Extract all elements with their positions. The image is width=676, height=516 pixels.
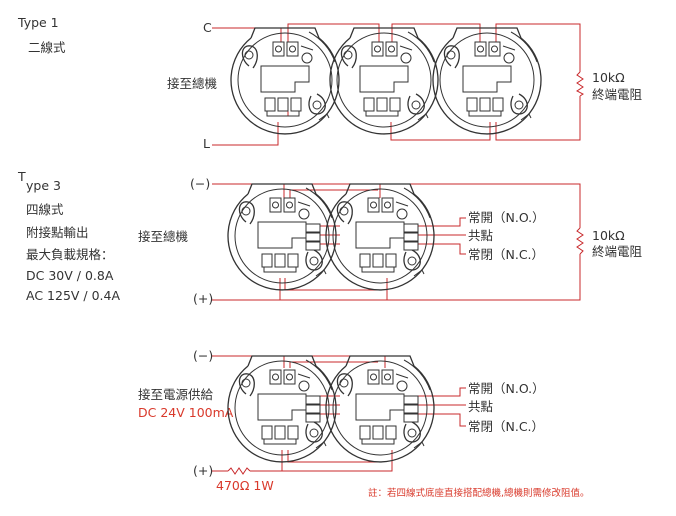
type1-resistor-label: 終端電阻: [592, 87, 643, 102]
power-nc-label: 常閉（N.C.）: [468, 419, 544, 434]
type3-terminal-pos: (+): [193, 291, 213, 306]
type3-wiring: [212, 183, 584, 301]
type3-detector-base-1: [228, 184, 336, 290]
type3-line-5: AC 125V / 0.4A: [26, 288, 120, 303]
power-resistor-icon: [227, 467, 251, 475]
power-no-label: 常開（N.O.）: [468, 381, 545, 396]
type1-terminal-l: L: [203, 136, 210, 151]
type1-subtitle: 二線式: [28, 40, 66, 55]
power-supply-label: 接至電源供給: [138, 387, 214, 402]
type1-detector-base-3: [432, 27, 542, 135]
power-terminal-pos: (+): [193, 463, 213, 478]
type3-title-rest: ype 3: [26, 178, 61, 193]
type3-nc-label: 常閉（N.C.）: [468, 247, 544, 262]
type1-panel-label: 接至總機: [167, 76, 218, 91]
type3-line-4: DC 30V / 0.8A: [26, 268, 114, 283]
power-com-label: 共點: [468, 399, 493, 414]
power-section: (−) (+) 接至電源供給 DC 24V 100mA 常開（N.O.） 共點 …: [138, 348, 545, 493]
type1-detector-base-1: [230, 27, 340, 135]
type1-detector-base-2: [329, 27, 439, 135]
type3-resistor-label: 終端電阻: [592, 244, 643, 259]
type3-detector-base-2: [326, 184, 434, 290]
type1-title: Type 1: [17, 15, 59, 30]
type3-resistor-icon: [576, 227, 584, 255]
footnote: 註：若四線式底座直接搭配總機,總機則需修改阻值。: [368, 487, 590, 499]
power-terminal-neg: (−): [193, 348, 213, 363]
type3-resistor-value: 10kΩ: [592, 228, 625, 243]
power-detector-base-2: [326, 356, 434, 462]
type3-terminal-neg: (−): [190, 176, 210, 191]
type1-resistor-icon: [576, 71, 584, 97]
type1-resistor-value: 10kΩ: [592, 70, 625, 85]
power-detector-base-1: [228, 356, 336, 462]
power-supply-voltage: DC 24V 100mA: [138, 405, 234, 420]
type3-line-3: 最大負載規格：: [26, 247, 114, 262]
type1-section: Type 1 二線式 C L 接至總機 10kΩ 終端電阻: [17, 15, 643, 151]
type3-no-label: 常開（N.O.）: [468, 210, 545, 225]
type3-panel-label: 接至總機: [138, 229, 189, 244]
type3-line-2: 附接點輸出: [26, 225, 89, 240]
type1-terminal-c: C: [203, 20, 212, 35]
type3-line-1: 四線式: [26, 202, 64, 217]
type3-com-label: 共點: [468, 228, 493, 243]
type3-title-t: T: [17, 169, 26, 184]
type3-section: T ype 3 四線式 附接點輸出 最大負載規格： DC 30V / 0.8A …: [17, 169, 643, 306]
power-resistor-label: 470Ω 1W: [216, 478, 274, 493]
